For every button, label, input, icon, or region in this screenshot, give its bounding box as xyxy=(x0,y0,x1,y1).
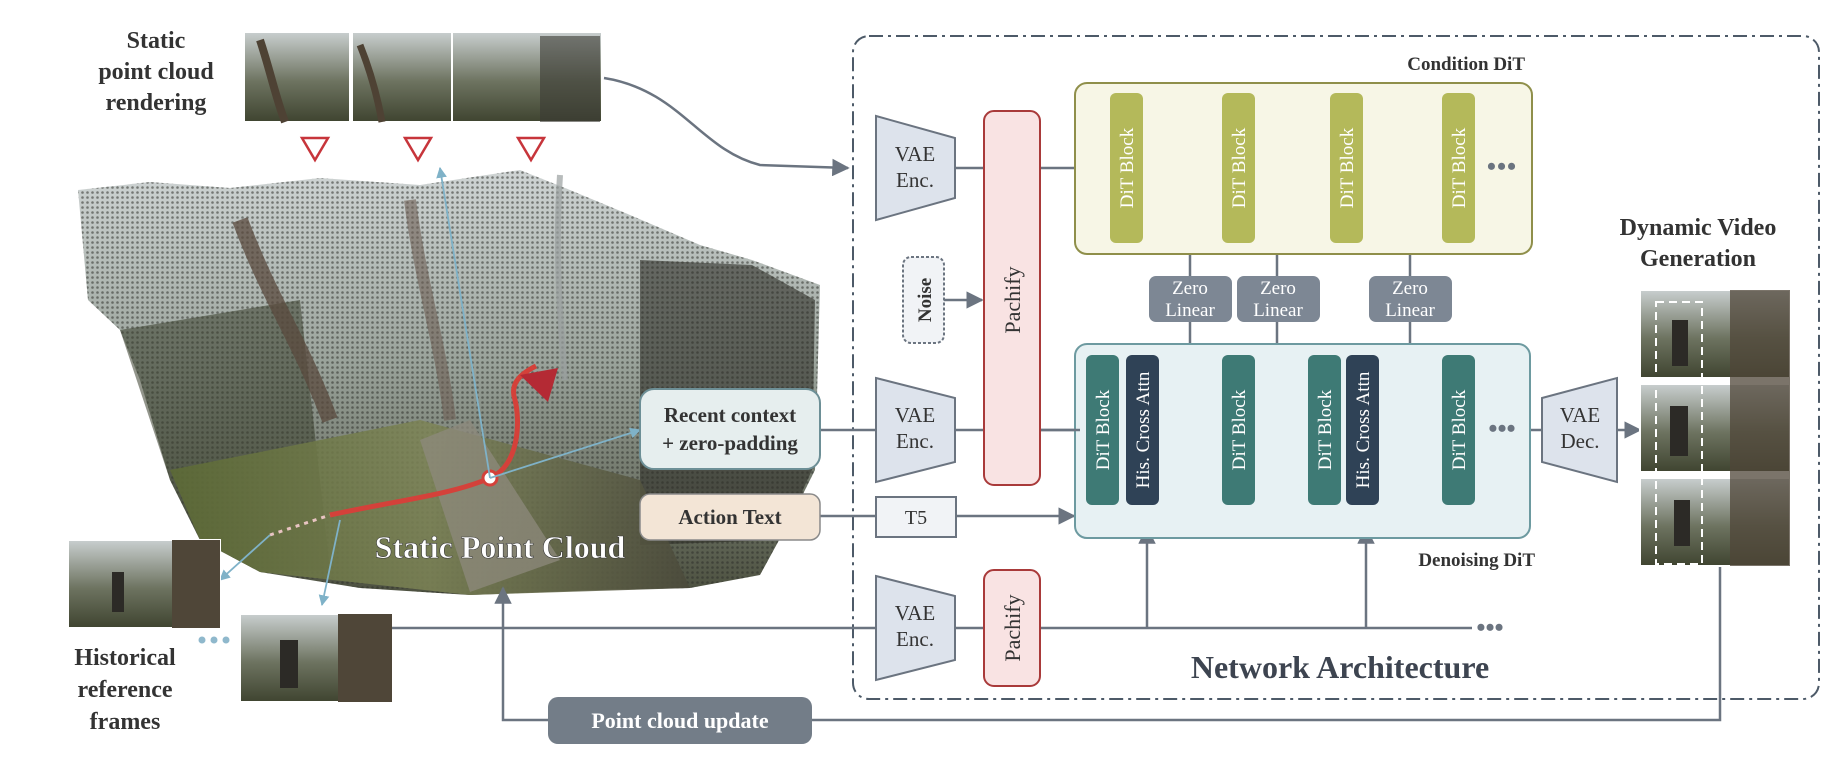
vae-enc-2-l2: Enc. xyxy=(896,429,934,453)
t5-label: T5 xyxy=(905,507,927,529)
cond-dit-block-2 xyxy=(1222,93,1255,243)
cond-dit-label-3: DiT Block xyxy=(1337,127,1358,208)
zero-linear-2-l2: Linear xyxy=(1253,300,1303,321)
denoising-blocks xyxy=(1086,355,1475,505)
vae-enc-1-l2: Enc. xyxy=(896,168,934,192)
vae-enc-3-l1: VAE xyxy=(895,601,935,625)
noise-label: Noise xyxy=(915,278,936,322)
recent-context-l2: + zero-padding xyxy=(662,431,798,455)
static-rendering-frames xyxy=(243,31,603,124)
pachify-history-label: Pachify xyxy=(1000,594,1025,661)
vae-enc-2 xyxy=(875,376,956,484)
den-cross-attn-label-2: His. Cross Attn xyxy=(1353,371,1374,488)
den-dit-label-2: DiT Block xyxy=(1229,389,1250,470)
historical-l2: reference xyxy=(77,677,172,703)
den-dit-block-4 xyxy=(1442,355,1475,505)
history-ellipsis: ••• xyxy=(1476,613,1503,642)
condition-ellipsis: ••• xyxy=(1487,152,1517,181)
denoising-dit-box xyxy=(1074,343,1531,539)
condition-dit-blocks xyxy=(1110,93,1475,243)
zero-linear-3 xyxy=(1369,276,1452,322)
den-cross-attn-label-1: His. Cross Attn xyxy=(1133,371,1154,488)
condition-dit-title: Condition DiT xyxy=(1407,54,1525,75)
vae-dec-l1: VAE xyxy=(1560,403,1600,427)
den-dit-block-1 xyxy=(1086,355,1119,505)
historical-frame-2 xyxy=(239,613,393,703)
recent-context-box xyxy=(639,388,821,470)
static-rendering-l1: Static xyxy=(127,28,186,54)
den-cross-attn-1 xyxy=(1126,355,1159,505)
historical-l3: frames xyxy=(90,709,161,735)
vae-enc-3 xyxy=(875,574,956,682)
cond-dit-block-4 xyxy=(1442,93,1475,243)
denoising-dit-title: Denoising DiT xyxy=(1418,550,1535,571)
zero-linear-2-l1: Zero xyxy=(1260,278,1296,299)
recent-context-l1: Recent context xyxy=(664,403,796,427)
vae-dec-l2: Dec. xyxy=(1560,429,1599,453)
vae-enc-3-l2: Enc. xyxy=(896,627,934,651)
pachify-main xyxy=(983,110,1041,486)
static-rendering-l2: point cloud xyxy=(98,59,214,85)
den-dit-label-4: DiT Block xyxy=(1449,389,1470,470)
den-dit-block-2 xyxy=(1222,355,1255,505)
camera-marker-1 xyxy=(299,136,331,163)
zero-linear-1-l1: Zero xyxy=(1172,278,1208,299)
denoising-ellipsis: ••• xyxy=(1488,414,1515,443)
cond-dit-label-2: DiT Block xyxy=(1229,127,1250,208)
zero-linear-group xyxy=(1149,276,1452,322)
static-rendering-l3: rendering xyxy=(106,90,207,116)
cond-dit-block-3 xyxy=(1330,93,1363,243)
action-text-label: Action Text xyxy=(678,505,781,529)
static-point-cloud-image xyxy=(78,170,820,595)
den-cross-attn-2 xyxy=(1346,355,1379,505)
zero-linear-1-l2: Linear xyxy=(1165,300,1215,321)
t5-block xyxy=(875,496,957,538)
noise-block xyxy=(902,256,945,344)
vae-enc-1-l1: VAE xyxy=(895,142,935,166)
pachify-main-label: Pachify xyxy=(1000,266,1025,333)
network-architecture-frame xyxy=(852,35,1820,700)
den-dit-block-3 xyxy=(1308,355,1341,505)
vae-enc-2-l1: VAE xyxy=(895,403,935,427)
dynamic-video-l2: Generation xyxy=(1640,246,1756,272)
point-cloud-update-label: Point cloud update xyxy=(591,708,768,733)
zero-linear-2 xyxy=(1237,276,1320,322)
action-text-box xyxy=(639,493,821,541)
cond-dit-label-1: DiT Block xyxy=(1117,127,1138,208)
static-point-cloud-title: Static Point Cloud xyxy=(375,529,626,565)
vae-dec xyxy=(1541,376,1618,484)
zero-linear-3-l1: Zero xyxy=(1392,278,1428,299)
historical-dots xyxy=(198,636,230,644)
condition-dit-box xyxy=(1074,82,1533,255)
point-cloud-update-box xyxy=(548,697,812,744)
pachify-history xyxy=(983,569,1041,687)
camera-marker-3 xyxy=(515,136,547,163)
historical-frame-1 xyxy=(67,539,221,629)
dynamic-video-frames xyxy=(1639,289,1791,567)
den-dit-label-3: DiT Block xyxy=(1315,389,1336,470)
cond-dit-label-4: DiT Block xyxy=(1449,127,1470,208)
zero-linear-3-l2: Linear xyxy=(1385,300,1435,321)
vae-enc-1 xyxy=(875,114,956,222)
camera-marker-2 xyxy=(402,136,434,163)
den-dit-label-1: DiT Block xyxy=(1093,389,1114,470)
dynamic-video-l1: Dynamic Video xyxy=(1620,215,1777,241)
cond-dit-block-1 xyxy=(1110,93,1143,243)
historical-l1: Historical xyxy=(74,645,176,671)
zero-linear-1 xyxy=(1149,276,1232,322)
network-architecture-title: Network Architecture xyxy=(1191,649,1489,685)
